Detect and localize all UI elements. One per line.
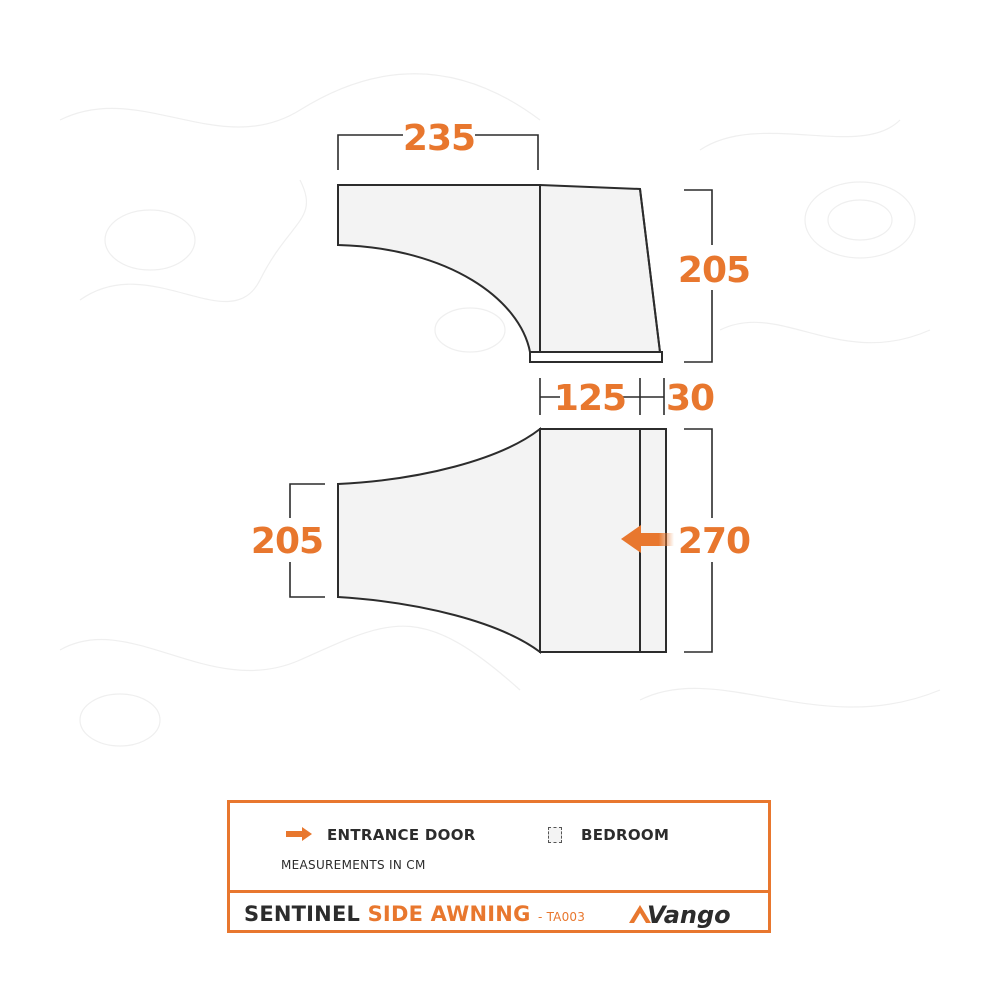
bedroom-icon	[548, 827, 562, 843]
floorplan-diagram: 235 205 125 30	[59, 73, 941, 747]
legend-key: ENTRANCE DOOR BEDROOM MEASUREMENTS IN CM	[230, 803, 768, 890]
legend-divider	[230, 890, 768, 893]
top-height-dimension	[684, 189, 713, 363]
floor-plan-shape	[337, 426, 667, 654]
top-width-dimension	[337, 134, 539, 170]
entrance-door-label: ENTRANCE DOOR	[327, 826, 476, 844]
product-title: SENTINEL SIDE AWNING - TA003	[244, 902, 585, 926]
vango-logo-text: Vango	[647, 901, 731, 929]
legend-box: ENTRANCE DOOR BEDROOM MEASUREMENTS IN CM…	[227, 800, 771, 933]
product-footer: SENTINEL SIDE AWNING - TA003 Vango	[230, 893, 768, 933]
side-width-label: 30	[666, 378, 714, 419]
side-view-shape	[337, 183, 663, 363]
vango-logo: Vango	[629, 901, 731, 929]
top-height-label: 205	[678, 250, 750, 291]
left-height-dimension	[289, 483, 325, 598]
middle-width-dimension	[539, 378, 665, 415]
entrance-arrow-icon	[286, 827, 312, 841]
product-code: - TA003	[538, 910, 586, 924]
left-height-label: 205	[251, 521, 323, 562]
product-name-part2: SIDE AWNING	[367, 902, 531, 926]
right-height-label: 270	[678, 521, 750, 562]
middle-width-label: 125	[554, 378, 626, 419]
right-height-dimension	[684, 428, 713, 653]
top-width-label: 235	[403, 118, 475, 159]
topo-background	[59, 73, 941, 747]
bedroom-label: BEDROOM	[581, 826, 670, 844]
entrance-arrow-icon	[621, 525, 674, 553]
product-name-part1: SENTINEL	[244, 902, 361, 926]
measurements-note: MEASUREMENTS IN CM	[281, 858, 426, 872]
